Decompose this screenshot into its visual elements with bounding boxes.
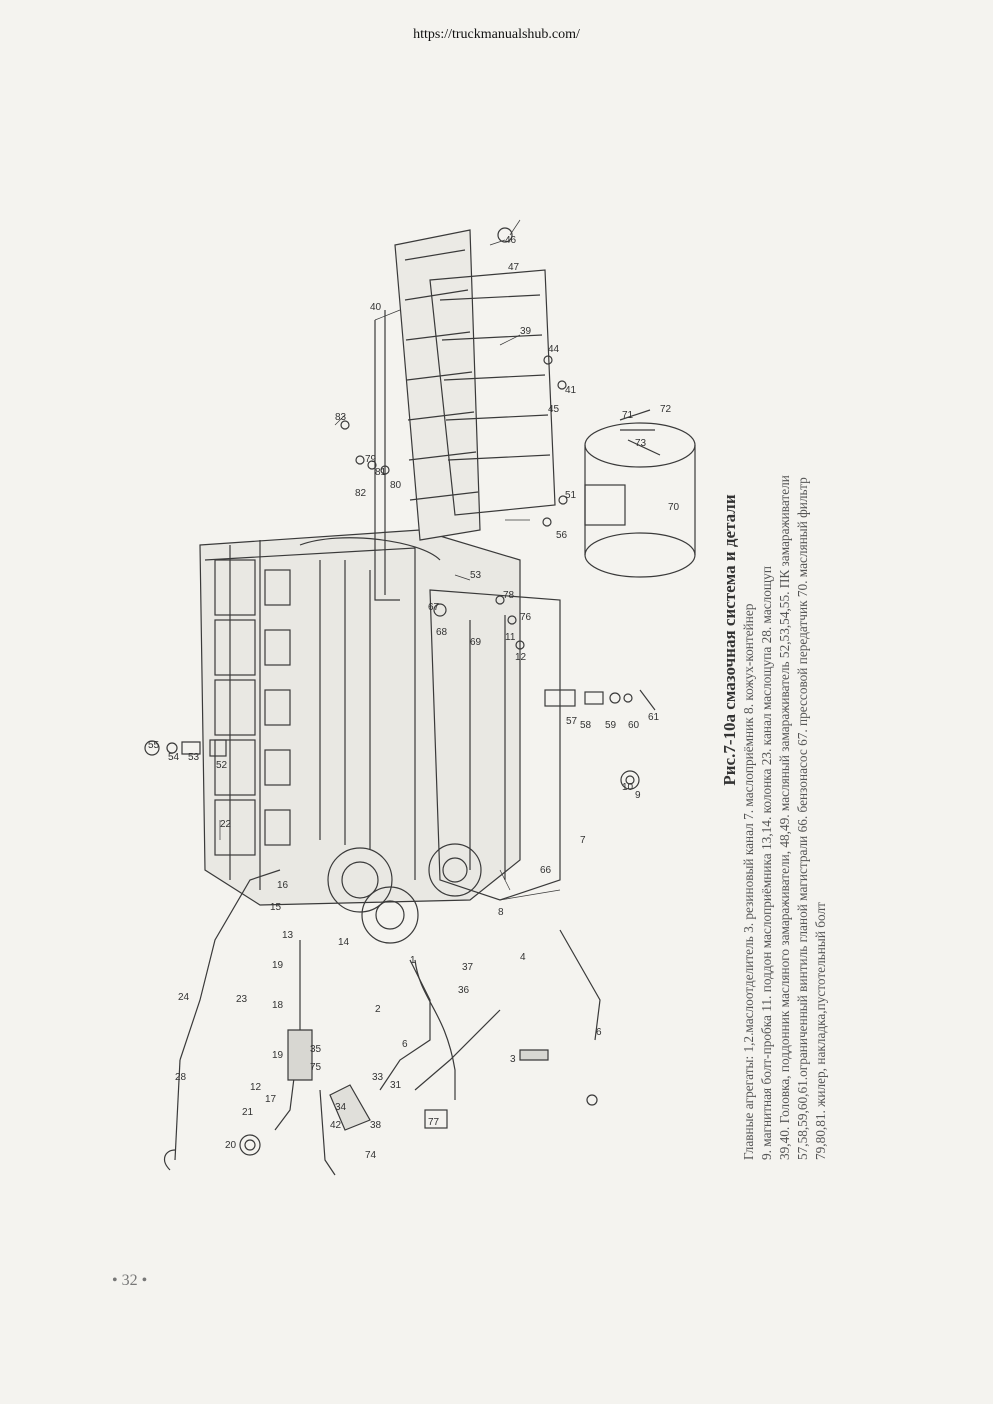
oil-suction-pipe [414, 959, 549, 1100]
main-gallery-limit-valve [544, 689, 656, 711]
part-label: 31 [390, 1080, 402, 1091]
part-label: 17 [265, 1094, 277, 1105]
part-label: 16 [277, 880, 289, 891]
part-label: 13 [282, 930, 294, 941]
fasteners [239, 227, 661, 1156]
part-label: 37 [462, 962, 474, 973]
part-label: 47 [508, 262, 520, 273]
part-label: 3 [510, 1054, 516, 1065]
figure-title: Рис.7-10а смазочная система и детали [720, 494, 739, 786]
pressure-relief-valve [144, 739, 227, 757]
part-label: 15 [270, 902, 282, 913]
part-label: 7 [580, 835, 586, 846]
part-label: 66 [540, 865, 552, 876]
part-label: 82 [355, 488, 367, 499]
part-label: 58 [580, 720, 592, 731]
engine-block [199, 529, 561, 944]
oil-cooler-assembly [374, 229, 556, 601]
part-label: 75 [310, 1062, 322, 1073]
part-label: 20 [225, 1140, 237, 1151]
part-label: 19 [272, 1050, 284, 1061]
part-label: 22 [220, 819, 232, 830]
part-label: 57 [566, 716, 578, 727]
part-label: 4 [520, 952, 526, 963]
part-label: 44 [548, 344, 560, 355]
part-label: 80 [390, 480, 402, 491]
part-label: 52 [216, 760, 228, 771]
part-label: 2 [375, 1004, 381, 1015]
breather-hoses [274, 929, 601, 1176]
part-label: 77 [428, 1117, 440, 1128]
caption-line: Главные агрегаты: 1,2.маслоотделитель 3.… [741, 603, 756, 1160]
caption-line: 79,80,81. жилер, накладка,пустотельный б… [813, 902, 828, 1160]
part-label: 55 [148, 740, 160, 751]
part-label: 54 [168, 752, 180, 763]
part-label: 53 [470, 570, 482, 581]
part-label: 72 [660, 404, 672, 415]
part-label: 28 [175, 1072, 187, 1083]
part-label: 9 [635, 790, 641, 801]
part-label: 36 [458, 985, 470, 996]
part-label: 6 [402, 1039, 408, 1050]
caption-line: 57,58,59,60,61.ограниченный винтиль глан… [795, 477, 810, 1160]
part-label: 19 [272, 960, 284, 971]
part-label: 78 [503, 590, 515, 601]
part-label: 53 [188, 752, 200, 763]
figure-caption: Рис.7-10а смазочная система и детали Гла… [720, 200, 830, 1160]
part-label: 33 [372, 1072, 384, 1083]
part-label: 23 [236, 994, 248, 1005]
part-label: 14 [338, 937, 350, 948]
caption-line: 9. магнитная болт-пробка 11. поддон масл… [759, 566, 774, 1160]
part-label: 68 [436, 627, 448, 638]
part-label: 41 [565, 385, 577, 396]
part-label: 21 [242, 1107, 254, 1118]
part-label: 60 [628, 720, 640, 731]
page-number: • 32 • [112, 1272, 148, 1289]
part-label: 34 [335, 1102, 347, 1113]
part-label: 67 [428, 602, 440, 613]
part-label: 12 [515, 652, 527, 663]
part-label: 70 [668, 502, 680, 513]
part-label: 59 [605, 720, 617, 731]
part-label: 71 [622, 410, 634, 421]
part-label: 46 [505, 235, 517, 246]
part-label: 11 [505, 632, 516, 643]
part-label: 10 [622, 782, 634, 793]
part-label: 45 [548, 404, 560, 415]
part-label: 1 [410, 955, 416, 966]
part-label: 74 [365, 1150, 377, 1161]
part-label: 56 [556, 530, 568, 541]
part-label: 38 [370, 1120, 382, 1131]
caption-line: 39,40. Головка, поддонник масляного зама… [777, 475, 792, 1160]
part-label: 24 [178, 992, 190, 1003]
part-label: 39 [520, 326, 532, 337]
part-number-labels: 46 47 40 39 44 41 45 83 79 81 80 82 71 7… [148, 235, 680, 1161]
part-label: 51 [565, 490, 577, 501]
dipstick-tube [163, 869, 281, 1171]
part-label: 35 [310, 1044, 322, 1055]
part-label: 73 [635, 438, 647, 449]
part-label: 6 [596, 1027, 602, 1038]
part-label: 76 [520, 612, 532, 623]
part-label: 61 [648, 712, 660, 723]
part-label: 42 [330, 1120, 342, 1131]
leader-lines [219, 219, 561, 901]
magnetic-drain-plug [620, 770, 640, 790]
part-label: 12 [250, 1082, 262, 1093]
oil-filter [584, 422, 696, 578]
part-label: 83 [335, 412, 347, 423]
part-label: 8 [498, 907, 504, 918]
source-url: https://truckmanualshub.com/ [413, 27, 580, 42]
part-label: 18 [272, 1000, 284, 1011]
part-label: 81 [375, 467, 387, 478]
part-label: 40 [370, 302, 382, 313]
part-label: 79 [365, 454, 377, 465]
part-label: 69 [470, 637, 482, 648]
